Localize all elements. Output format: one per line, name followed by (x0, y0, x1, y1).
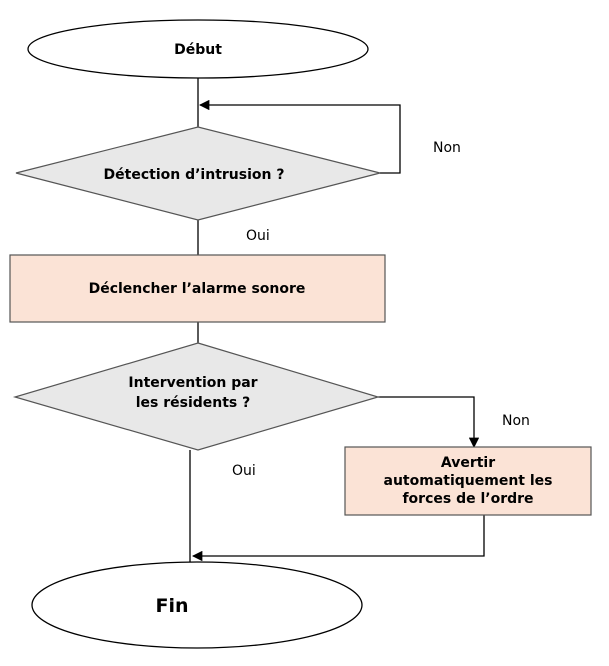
action2-node: Avertir automatiquement les forces de l’… (344, 446, 592, 516)
connector-decision1-no-loop (198, 99, 401, 174)
action1-label: Déclencher l’alarme sonore (89, 281, 306, 297)
decision1-label: Détection d’intrusion ? (104, 167, 285, 183)
action2-label-line2: automatiquement les (384, 473, 553, 489)
connectors (189, 78, 485, 578)
decision1-node: Détection d’intrusion ? (15, 126, 381, 221)
decision2-diamond (12, 342, 381, 451)
end-node: Fin (31, 561, 363, 649)
end-label: Fin (155, 595, 188, 617)
start-ellipse (27, 19, 369, 79)
decision1-diamond (15, 126, 381, 221)
start-label: Début (174, 42, 222, 58)
action2-label-line3: forces de l’ordre (402, 491, 533, 507)
connector-action2-to-end (191, 515, 485, 562)
edge-label-decision2-yes: Oui (232, 463, 256, 479)
edge-label-decision1-yes: Oui (246, 228, 270, 244)
end-ellipse (31, 561, 363, 649)
action2-box (344, 446, 592, 516)
edge-label-decision1-no: Non (433, 140, 461, 156)
decision2-label-line1: Intervention par (128, 375, 257, 391)
edge-label-decision2-no: Non (502, 413, 530, 429)
decision2-label-line2: les résidents ? (136, 395, 251, 411)
connector-decision2-no (378, 396, 480, 449)
action1-box (9, 254, 386, 323)
action1-node: Déclencher l’alarme sonore (9, 254, 386, 323)
action2-label-line1: Avertir (441, 455, 495, 471)
decision2-node: Intervention par les résidents ? (12, 342, 381, 451)
start-node: Début (27, 19, 369, 79)
